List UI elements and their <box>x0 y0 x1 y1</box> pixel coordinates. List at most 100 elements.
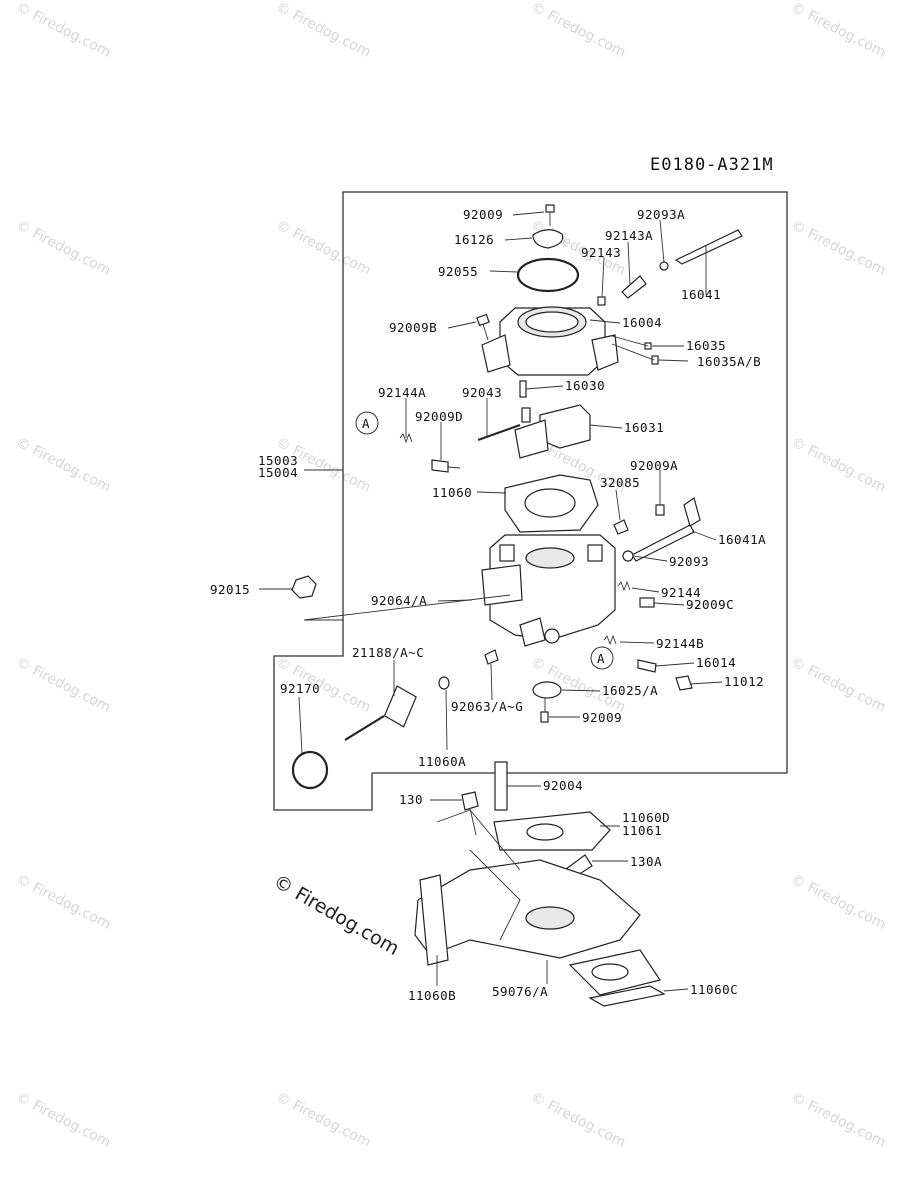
plate-16126 <box>532 229 564 249</box>
label-11060A: 11060A <box>418 754 466 769</box>
callout-labels: 92009 16126 92055 92093A 92143A 92143 16… <box>210 207 766 1003</box>
label-15004: 15004 <box>258 465 298 480</box>
watermark: © Firedog.com <box>13 654 113 716</box>
label-92015: 92015 <box>210 582 250 597</box>
label-21188: 21188/A~C <box>352 645 424 660</box>
screw-92009D <box>431 459 449 473</box>
watermark: © Firedog.com <box>13 0 113 61</box>
screw-92009C <box>639 597 655 608</box>
oring-92055 <box>516 257 580 293</box>
label-92004: 92004 <box>543 778 583 793</box>
watermark: © Firedog.com <box>788 654 888 716</box>
body-main <box>489 534 616 641</box>
gasket-11060B <box>419 874 449 966</box>
watermark: © Firedog.com <box>788 0 888 61</box>
watermark-large: © Firedog.com <box>270 870 403 960</box>
jet-16014 <box>637 659 657 673</box>
label-92093: 92093 <box>669 554 709 569</box>
bushing-92143A <box>621 275 647 299</box>
label-92144B: 92144B <box>656 636 704 651</box>
screw-92009-head <box>545 204 555 213</box>
leader-lines <box>259 211 723 992</box>
label-130: 130 <box>399 792 423 807</box>
label-16025A: 16025/A <box>602 683 658 698</box>
watermark: © Firedog.com <box>528 1089 628 1151</box>
watermark: © Firedog.com <box>273 217 373 279</box>
clamp-92170 <box>291 750 329 790</box>
label-92143: 92143 <box>581 245 621 260</box>
label-16041: 16041 <box>681 287 721 302</box>
label-16035AB: 16035A/B <box>697 354 761 369</box>
spring-92144 <box>617 580 631 592</box>
label-11061: 11061 <box>622 823 662 838</box>
label-16035: 16035 <box>686 338 726 353</box>
bolt-130 <box>461 791 479 811</box>
manifold-parts <box>414 761 666 1007</box>
watermark: © Firedog.com <box>13 1089 113 1151</box>
label-16041A: 16041A <box>718 532 766 547</box>
label-16031: 16031 <box>624 420 664 435</box>
rod-16041 <box>674 229 743 265</box>
label-11060C: 11060C <box>690 982 738 997</box>
manifold-59076 <box>414 859 641 959</box>
label-11060D: 11060D <box>622 810 670 825</box>
label-92009B: 92009B <box>389 320 437 335</box>
gasket-11060C <box>588 985 666 1007</box>
label-92093A: 92093A <box>637 207 685 222</box>
label-92064A: 92064/A <box>371 593 427 608</box>
nut-92015 <box>291 575 317 599</box>
watermark: © Firedog.com <box>788 1089 888 1151</box>
washer-11060A <box>438 676 450 690</box>
label-16030: 16030 <box>565 378 605 393</box>
label-11060B: 11060B <box>408 988 456 1003</box>
label-92009D: 92009D <box>415 409 463 424</box>
ref-circle-a <box>355 411 379 435</box>
label-130A: 130A <box>630 854 662 869</box>
bushing-92143 <box>597 296 606 306</box>
label-92055: 92055 <box>438 264 478 279</box>
carburetor-body: A <box>291 534 693 790</box>
clip-92093A <box>659 261 669 271</box>
watermark: © Firedog.com <box>273 0 373 61</box>
label-92063: 92063/A~G <box>451 699 523 714</box>
label-92009-bottom: 92009 <box>582 710 622 725</box>
watermark: © Firedog.com <box>13 871 113 933</box>
label-92009A: 92009A <box>630 458 678 473</box>
top-parts <box>476 204 743 398</box>
stud-92004 <box>494 761 508 811</box>
watermark: © Firedog.com <box>788 217 888 279</box>
label-92009C: 92009C <box>686 597 734 612</box>
washer-92093 <box>622 550 634 562</box>
ref-a-label: A <box>597 651 605 666</box>
label-92043: 92043 <box>462 385 502 400</box>
label-92170: 92170 <box>280 681 320 696</box>
watermark: © Firedog.com <box>273 1089 373 1151</box>
screw-92063 <box>484 649 499 665</box>
label-92143A: 92143A <box>605 228 653 243</box>
label-32085: 32085 <box>600 475 640 490</box>
label-16126: 16126 <box>454 232 494 247</box>
label-15003: 15003 <box>258 453 298 468</box>
diagram-code: E0180-A321M <box>650 155 774 175</box>
solenoid-21188 <box>383 685 417 728</box>
watermark: © Firedog.com <box>528 0 628 61</box>
leader-92015 <box>303 594 511 621</box>
jet-11012 <box>675 675 693 691</box>
ref-a-label: A <box>362 416 370 431</box>
label-11060: 11060 <box>432 485 472 500</box>
assembly-frame <box>273 191 788 811</box>
watermark: © Firedog.com <box>13 217 113 279</box>
label-92144: 92144 <box>661 585 701 600</box>
label-11012: 11012 <box>724 674 764 689</box>
label-16014: 16014 <box>696 655 736 670</box>
watermark: © Firedog.com <box>788 871 888 933</box>
watermark: © Firedog.com <box>13 434 113 496</box>
label-92009-top: 92009 <box>463 207 503 222</box>
clip-32085 <box>613 519 629 535</box>
label-59076A: 59076/A <box>492 984 548 999</box>
spring-92144B <box>603 634 617 646</box>
label-92144A: 92144A <box>378 385 426 400</box>
spring-92144A <box>399 432 413 444</box>
